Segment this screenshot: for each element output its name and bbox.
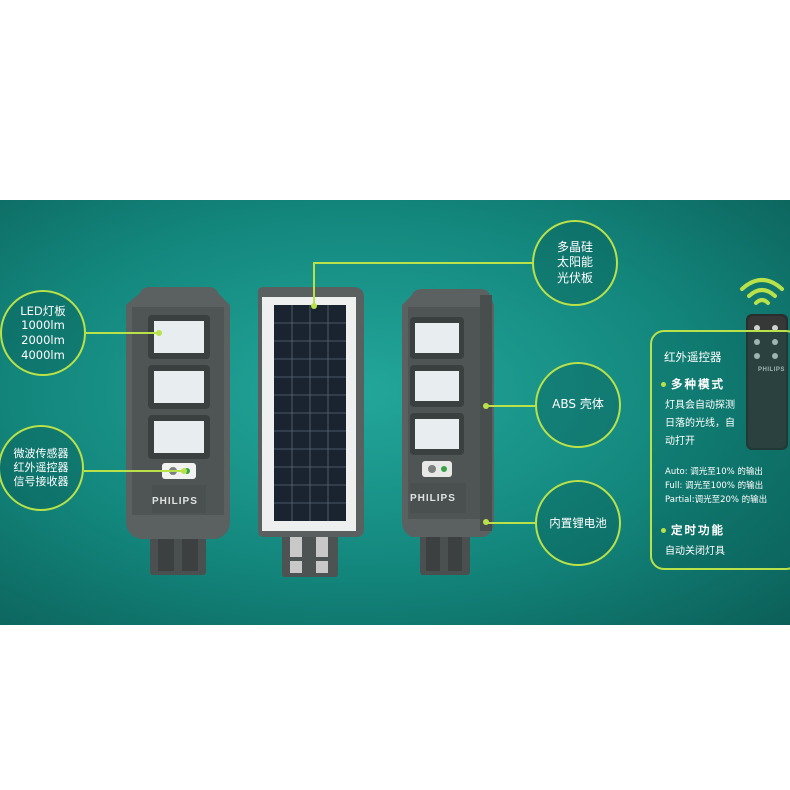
sensor-label-receiver: 信号接收器 xyxy=(13,475,69,489)
callout-led-panel: LED灯板 1000lm 2000lm 4000lm xyxy=(0,290,86,376)
sensor-label-microwave: 微波传感器 xyxy=(13,446,69,460)
connector-solar-horizontal xyxy=(313,262,533,264)
remote-control xyxy=(746,314,788,450)
modes-desc-line-2: 日落的光线，自 xyxy=(665,418,735,429)
solar-label-solar: 太阳能 xyxy=(556,255,593,270)
timer-desc: 自动关闭灯具 xyxy=(665,546,725,557)
lamp-brand-logo-front: PHILIPS xyxy=(152,496,198,507)
connector-dot-led-panel xyxy=(156,330,162,336)
callout-sensor: 微波传感器 红外遥控器 信号接收器 xyxy=(0,425,84,511)
sensor-label-ir-remote: 红外遥控器 xyxy=(13,460,69,474)
street-light-angled xyxy=(402,289,494,575)
callout-abs-shell: ABS 壳体 xyxy=(535,362,621,448)
remote-brand-logo: PHILIPS xyxy=(758,367,785,373)
connector-solar-vertical xyxy=(313,262,315,306)
led-lumen-2000: 2000lm xyxy=(21,333,65,347)
wifi-signal-icon xyxy=(740,278,784,305)
callout-solar-panel: 多晶硅 太阳能 光伏板 xyxy=(532,220,618,306)
callout-battery: 内置锂电池 xyxy=(535,480,621,566)
led-panel-label: LED灯板 xyxy=(20,303,66,318)
led-lumen-1000: 1000lm xyxy=(21,318,65,333)
mode-partial: Partial:调光至20% 的输出 xyxy=(665,495,768,505)
led-lumen-4000: 4000lm xyxy=(21,347,65,362)
connector-sensor xyxy=(84,470,184,472)
mode-auto: Auto: 调光至10% 的输出 xyxy=(665,467,763,477)
battery-label: 内置锂电池 xyxy=(549,515,607,530)
connector-dot-battery xyxy=(483,519,489,525)
connector-dot-sensor xyxy=(181,468,187,474)
mode-full: Full: 调光至100% 的输出 xyxy=(665,481,764,491)
bullet-timer xyxy=(661,528,666,533)
timer-heading: 定时功能 xyxy=(661,522,725,538)
modes-heading-text: 多种模式 xyxy=(671,377,725,391)
connector-battery xyxy=(486,522,536,524)
bullet-modes xyxy=(661,382,666,387)
connector-dot-solar xyxy=(311,303,317,309)
street-light-front xyxy=(126,287,230,575)
modes-desc-line-1: 灯具会自动探测 xyxy=(665,400,735,411)
remote-feature-panel: 红外遥控器 多种模式 灯具会自动探测 日落的光线，自 动打开 Auto: 调光至… xyxy=(650,330,790,570)
solar-label-poly: 多晶硅 xyxy=(556,239,593,254)
solar-label-pv: 光伏板 xyxy=(556,270,593,285)
modes-desc-line-3: 动打开 xyxy=(665,436,695,447)
remote-panel-title: 红外遥控器 xyxy=(664,350,722,364)
modes-heading: 多种模式 xyxy=(661,376,725,392)
connector-led-panel xyxy=(86,332,158,334)
abs-shell-label: ABS 壳体 xyxy=(552,397,604,412)
timer-heading-text: 定时功能 xyxy=(671,523,725,537)
street-light-solar-side xyxy=(258,287,364,577)
connector-abs-shell xyxy=(486,405,536,407)
connector-dot-abs-shell xyxy=(483,403,489,409)
lamp-brand-logo-angled: PHILIPS xyxy=(410,493,456,504)
